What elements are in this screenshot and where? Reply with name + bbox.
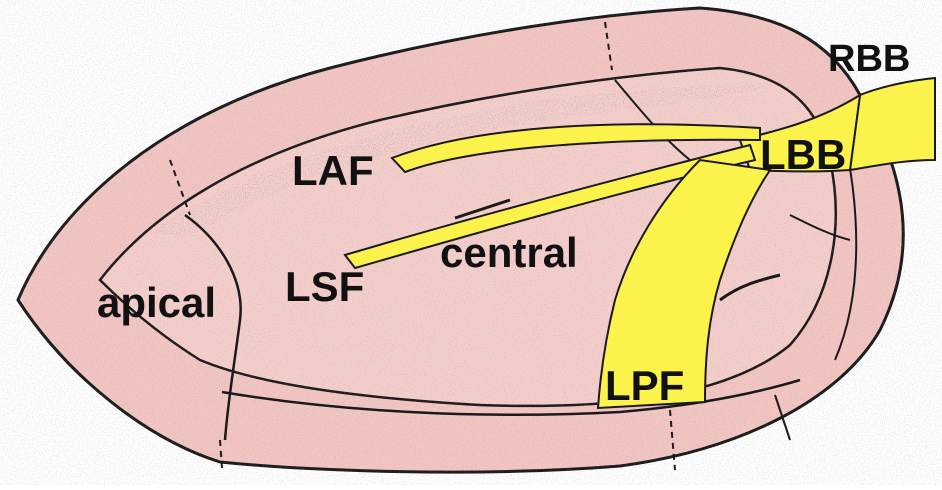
label-laf: LAF <box>292 150 374 192</box>
label-lsf: LSF <box>285 266 364 308</box>
label-apical: apical <box>97 282 216 324</box>
label-rbb: RBB <box>828 40 910 78</box>
label-central: central <box>440 232 578 274</box>
label-lbb: LBB <box>760 134 846 176</box>
label-lpf: LPF <box>605 365 684 407</box>
